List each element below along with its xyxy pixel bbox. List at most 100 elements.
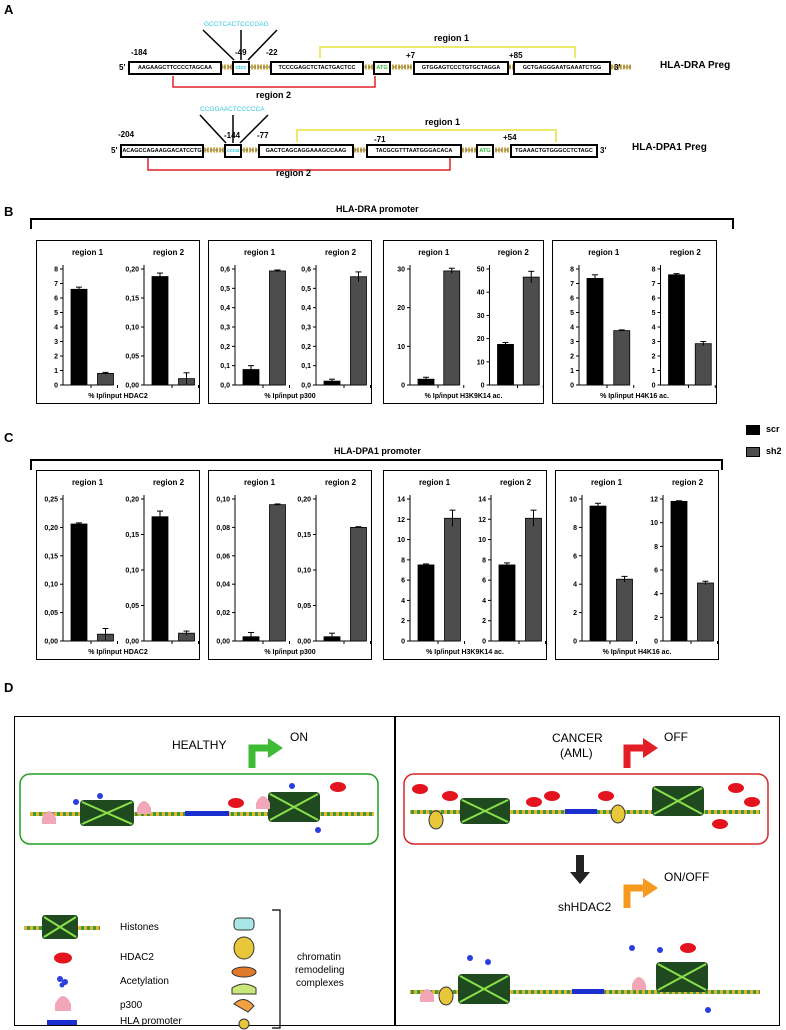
y-tick-label: 3 bbox=[652, 339, 656, 346]
complexes-bracket bbox=[272, 909, 281, 1029]
y-tick-label: 0,06 bbox=[216, 553, 230, 560]
y-tick-label: 5 bbox=[570, 310, 574, 317]
subplot-title: region 1 bbox=[244, 478, 276, 487]
y-tick-label: 10 bbox=[569, 497, 577, 504]
y-tick-label: 0,00 bbox=[44, 639, 58, 646]
y-tick-label: 14 bbox=[397, 497, 405, 504]
dpa1-region2-label: region 2 bbox=[276, 168, 312, 178]
y-tick-label: 8 bbox=[652, 267, 656, 274]
panel-b-bracket bbox=[30, 218, 734, 229]
legend-histones-icon bbox=[24, 915, 100, 939]
subplot-title: region 2 bbox=[672, 478, 704, 487]
x-axis-label: % Ip/input H3K9K14 ac. bbox=[426, 649, 504, 656]
dra-seq-box-4: GCTGAGGGAATGAAATCTGG bbox=[513, 61, 611, 75]
dra-seq-box-3: GTGGAGTCCCTGTGCTAGGA bbox=[413, 61, 509, 75]
y-tick-label: 4 bbox=[654, 591, 658, 598]
dra-atg-box: ATG bbox=[373, 61, 391, 75]
legend-swatch-sh2 bbox=[746, 447, 760, 457]
y-tick-label: 0 bbox=[54, 383, 58, 390]
y-tick-label: 0,15 bbox=[297, 532, 311, 539]
dra-pos-22: -22 bbox=[266, 48, 278, 57]
y-tick-label: 8 bbox=[570, 267, 574, 274]
dpa1-seq-box-1: ACAGCCAGAAGGACATCCTG bbox=[120, 144, 204, 158]
y-tick-label: 0,08 bbox=[216, 525, 230, 532]
dra-3prime: 3' bbox=[614, 63, 621, 72]
y-tick-label: 0 bbox=[401, 639, 405, 646]
panel-c-title: HLA-DPA1 promoter bbox=[334, 446, 421, 456]
y-tick-label: 5 bbox=[652, 310, 656, 317]
y-tick-label: 30 bbox=[477, 313, 485, 320]
y-tick-label: 20 bbox=[397, 305, 405, 312]
panel-b-letter: B bbox=[4, 204, 14, 219]
y-tick-label: 0,04 bbox=[216, 582, 230, 589]
y-tick-label: 12 bbox=[397, 517, 405, 524]
y-tick-label: 8 bbox=[573, 525, 577, 532]
legend-promoter-icon bbox=[47, 1020, 77, 1025]
dpa1-atg-box: ATG bbox=[476, 144, 494, 158]
y-tick-label: 0,4 bbox=[301, 305, 311, 312]
y-tick-label: 0,10 bbox=[125, 568, 139, 575]
onoff-arrow bbox=[623, 878, 658, 908]
complexes-label-2: remodeling bbox=[295, 965, 345, 976]
dpa1-pos-204: -204 bbox=[118, 130, 135, 139]
y-tick-label: 10 bbox=[477, 359, 485, 366]
x-axis-label: % Ip/input p300 bbox=[264, 393, 315, 400]
legend-p300-icon bbox=[55, 996, 71, 1011]
y-tick-label: 4 bbox=[401, 598, 405, 605]
dpa1-3prime: 3' bbox=[600, 146, 607, 155]
y-tick-label: 14 bbox=[478, 497, 486, 504]
panel-c-bracket bbox=[30, 459, 723, 470]
complexes-label-1: chromatin bbox=[297, 952, 341, 963]
y-tick-label: 0 bbox=[654, 639, 658, 646]
y-tick-label: 6 bbox=[652, 296, 656, 303]
y-tick-label: 12 bbox=[650, 497, 658, 504]
x-axis-label: % Ip/input p300 bbox=[264, 649, 315, 656]
y-tick-label: 2 bbox=[54, 354, 58, 361]
healthy-p300 bbox=[137, 801, 151, 814]
y-tick-label: 4 bbox=[652, 325, 656, 332]
y-tick-label: 50 bbox=[477, 267, 485, 274]
subplot-title: region 2 bbox=[498, 248, 530, 257]
off-label: OFF bbox=[664, 730, 688, 744]
x-axis-label: % Ip/input HDAC2 bbox=[88, 649, 148, 656]
subplot-title: region 2 bbox=[325, 248, 357, 257]
dpa1-pos-144: -144 bbox=[224, 131, 241, 140]
y-tick-label: 0 bbox=[482, 639, 486, 646]
healthy-box bbox=[19, 773, 379, 845]
y-tick-label: 0,1 bbox=[220, 363, 230, 370]
y-tick-label: 0,0 bbox=[220, 383, 230, 390]
y-tick-label: 0,5 bbox=[301, 286, 311, 293]
subplot-title: region 2 bbox=[500, 478, 532, 487]
y-tick-label: 4 bbox=[570, 325, 574, 332]
healthy-p300-3 bbox=[42, 811, 56, 824]
y-tick-label: 30 bbox=[397, 267, 405, 274]
y-tick-label: 6 bbox=[570, 296, 574, 303]
y-tick-label: 10 bbox=[478, 537, 486, 544]
subplot-title: region 2 bbox=[670, 248, 702, 257]
y-tick-label: 0,00 bbox=[297, 639, 311, 646]
panel-d-letter: D bbox=[4, 680, 14, 695]
legend-hdac2-label: HDAC2 bbox=[120, 952, 154, 963]
complexes-label-3: complexes bbox=[296, 978, 344, 989]
legend-hla-label: HLA promoter bbox=[120, 1016, 182, 1027]
dra-pos-184: -184 bbox=[131, 48, 148, 57]
healthy-promoter bbox=[185, 811, 229, 816]
y-tick-label: 0,5 bbox=[220, 286, 230, 293]
dpa1-pos-71: -71 bbox=[374, 135, 386, 144]
dra-region1-label: region 1 bbox=[434, 33, 470, 43]
complexes-icons bbox=[231, 917, 257, 1030]
y-tick-label: 6 bbox=[54, 296, 58, 303]
dpa1-region1-label: region 1 bbox=[425, 117, 461, 127]
y-tick-label: 0 bbox=[573, 639, 577, 646]
y-tick-label: 4 bbox=[54, 325, 58, 332]
dra-region2-label: region 2 bbox=[256, 90, 292, 100]
y-tick-label: 0,15 bbox=[44, 553, 58, 560]
